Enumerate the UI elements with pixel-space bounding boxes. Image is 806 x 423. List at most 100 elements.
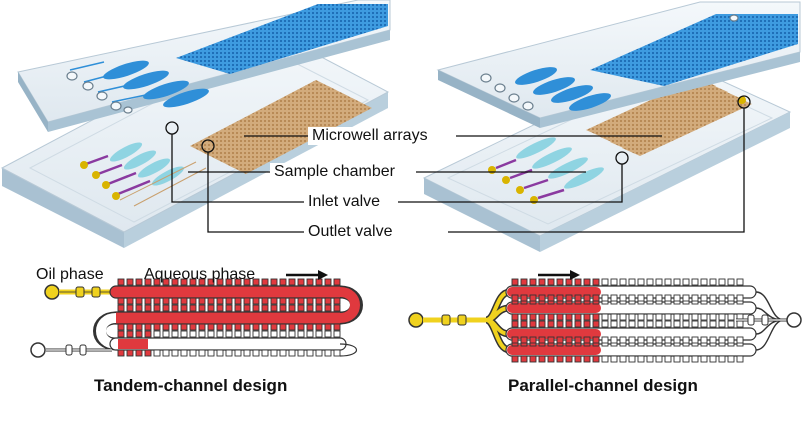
microwell <box>664 336 672 344</box>
microwell <box>529 336 537 344</box>
microwell <box>261 323 269 331</box>
microwell <box>727 336 735 344</box>
microwell <box>126 278 134 286</box>
microwell <box>270 304 278 312</box>
microwell <box>117 323 125 331</box>
microwell <box>198 330 206 338</box>
parallel-outlet <box>786 312 802 328</box>
microwell <box>628 355 636 363</box>
microwell <box>610 336 618 344</box>
microwell <box>171 278 179 286</box>
microwell <box>171 349 179 357</box>
microwell <box>225 297 233 305</box>
microwell <box>700 355 708 363</box>
microwell <box>610 294 618 302</box>
parallel-microwells <box>511 278 744 363</box>
microwell <box>529 320 537 328</box>
microwell <box>574 320 582 328</box>
microwell <box>144 304 152 312</box>
microwell <box>243 349 251 357</box>
microwell <box>637 278 645 286</box>
parallel-schematic <box>408 270 802 363</box>
microwell <box>520 313 528 321</box>
tandem-oil-inlet <box>44 284 60 300</box>
microwell <box>315 297 323 305</box>
microwell <box>207 278 215 286</box>
microwell <box>556 294 564 302</box>
microwell <box>646 336 654 344</box>
microwell <box>610 278 618 286</box>
microwell <box>718 320 726 328</box>
parallel-caption: Parallel-channel design <box>508 376 698 395</box>
microwell <box>592 336 600 344</box>
microwell <box>117 330 125 338</box>
microwell <box>180 323 188 331</box>
microwell <box>162 349 170 357</box>
microwell <box>243 278 251 286</box>
microwell <box>574 294 582 302</box>
microwell <box>556 355 564 363</box>
microwell <box>637 320 645 328</box>
microwell <box>153 349 161 357</box>
microwell <box>682 294 690 302</box>
microwell <box>117 278 125 286</box>
microwell <box>252 278 260 286</box>
oil-phase-label: Oil phase <box>36 266 104 283</box>
microwell <box>306 278 314 286</box>
microwell <box>583 320 591 328</box>
microwell <box>619 355 627 363</box>
right-bottom-plate <box>422 57 792 252</box>
microwell <box>538 336 546 344</box>
tandem-caption: Tandem-channel design <box>94 376 288 395</box>
microwell <box>709 320 717 328</box>
left-top-plate <box>17 0 391 132</box>
microwell <box>709 313 717 321</box>
microwell <box>565 278 573 286</box>
microwell <box>520 278 528 286</box>
right-ports <box>480 14 739 111</box>
microwell <box>619 336 627 344</box>
microwell <box>547 313 555 321</box>
microwell <box>673 336 681 344</box>
microwell <box>664 278 672 286</box>
microwell <box>565 320 573 328</box>
microwell <box>252 304 260 312</box>
microwell <box>162 330 170 338</box>
microwell <box>324 349 332 357</box>
microwell <box>574 278 582 286</box>
microwell <box>511 336 519 344</box>
microwell <box>171 323 179 331</box>
microwell <box>691 336 699 344</box>
microwell <box>117 297 125 305</box>
microwell <box>655 355 663 363</box>
microwell <box>691 278 699 286</box>
microwell <box>243 304 251 312</box>
microwell <box>234 349 242 357</box>
microwell <box>565 355 573 363</box>
microwell <box>207 349 215 357</box>
microwell <box>529 278 537 286</box>
microwell <box>520 355 528 363</box>
microwell <box>727 294 735 302</box>
microwell <box>315 278 323 286</box>
microwell <box>162 304 170 312</box>
microwell <box>619 278 627 286</box>
microwell <box>709 355 717 363</box>
microwell <box>700 278 708 286</box>
microwell <box>619 320 627 328</box>
microwell <box>144 330 152 338</box>
microwell <box>655 320 663 328</box>
microwell <box>189 330 197 338</box>
microwell <box>520 336 528 344</box>
microwell <box>171 330 179 338</box>
microwell <box>718 355 726 363</box>
microwell <box>306 349 314 357</box>
microwell <box>673 355 681 363</box>
microwell <box>270 297 278 305</box>
right-top-plate <box>436 1 801 128</box>
microwell <box>198 278 206 286</box>
microwell <box>718 294 726 302</box>
microwell <box>189 278 197 286</box>
microwell <box>601 320 609 328</box>
